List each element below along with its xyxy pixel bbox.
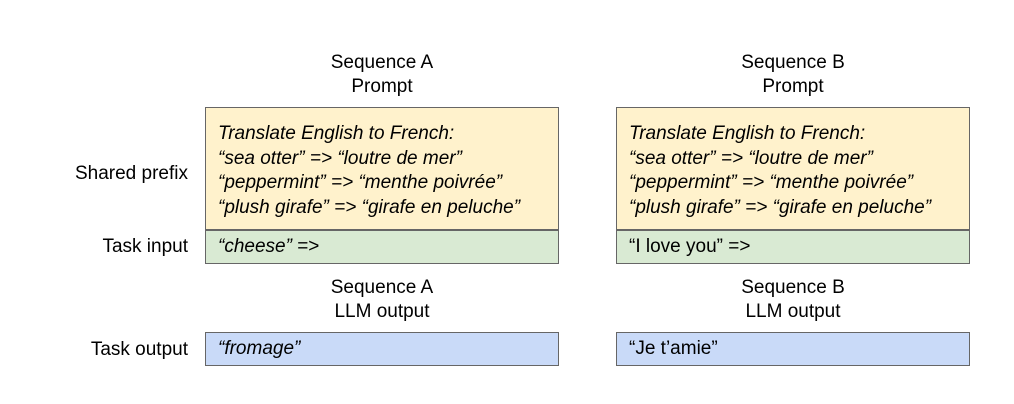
heading-line: Sequence A [330,52,434,73]
heading-line: Sequence B [741,277,845,298]
sequence-a-shared-prefix-box: Translate English to French: “sea otter”… [205,107,559,230]
prefix-line: Translate English to French: [218,123,455,144]
prefix-line: “sea otter” => “loutre de mer” [629,147,873,169]
sequence-a-output-heading: Sequence A LLM output [205,276,559,324]
prefix-line: “peppermint” => “menthe poivrée” [629,172,914,193]
prefix-line: “plush girafe” => “girafe en peluche” [218,196,521,218]
heading-line: Prompt [762,76,824,97]
sequence-a-task-input-box: “cheese” => [205,230,559,264]
sequence-a-prompt-heading: Sequence A Prompt [205,51,559,99]
task-input-quoted: “cheese” [218,236,292,257]
sequence-b-prompt-heading: Sequence B Prompt [616,51,970,99]
heading-line: Sequence B [741,52,845,73]
task-output-text: “Je t’amie” [629,338,718,359]
task-input-arrow: => [291,236,320,257]
heading-line: LLM output [334,301,430,322]
sequence-b-task-input-box: “I love you” => [616,230,970,264]
heading-line: LLM output [745,301,841,322]
row-label-task-input: Task input [102,236,188,257]
task-input-text: “I love you” => [629,236,751,257]
row-label-task-output: Task output [90,339,188,360]
prefix-line: “sea otter” => “loutre de mer” [218,147,462,169]
prefix-line: “peppermint” => “menthe poivrée” [218,172,503,193]
prefix-line: “plush girafe” => “girafe en peluche” [629,196,932,218]
prefix-line: Translate English to French: [629,123,866,144]
sequence-b-task-output-box: “Je t’amie” [616,332,970,366]
heading-line: Sequence A [330,277,434,298]
task-output-text: “fromage” [218,338,301,359]
sequence-b-shared-prefix-box: Translate English to French: “sea otter”… [616,107,970,230]
sequence-a-task-output-box: “fromage” [205,332,559,366]
row-label-shared-prefix: Shared prefix [74,163,188,184]
sequence-b-output-heading: Sequence B LLM output [616,276,970,324]
heading-line: Prompt [351,76,413,97]
